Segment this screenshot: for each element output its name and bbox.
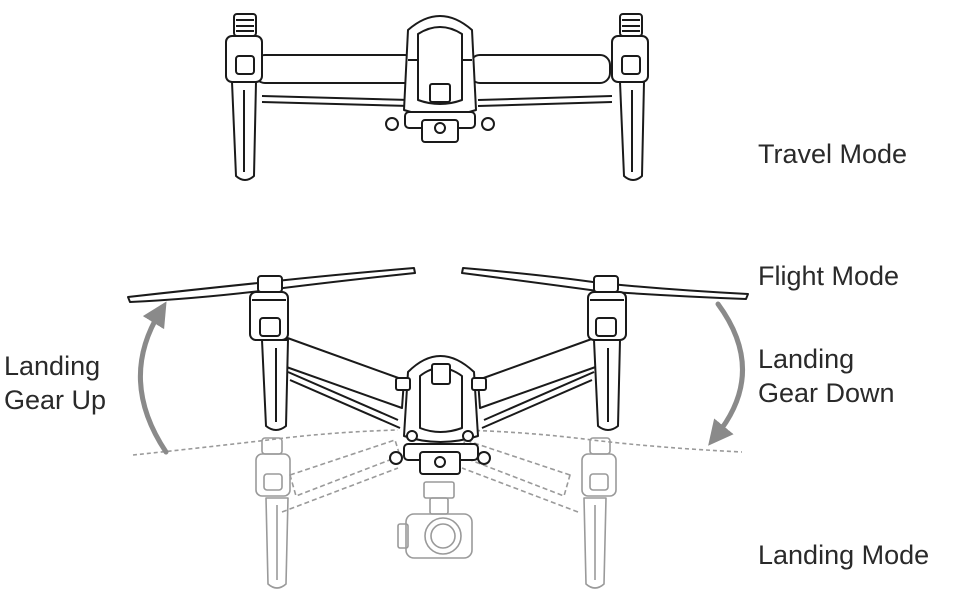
landing-mode-drone [132,429,743,589]
landing-gear-up-line-2: Gear Up [4,385,107,415]
flight-mode-label: Flight Mode [758,261,900,291]
landing-mode-label: Landing Mode [758,540,930,570]
landing-gear-up-arrow [137,301,169,455]
travel-mode-label: Travel Mode [758,139,908,169]
landing-gear-down-label: Landing Gear Down [758,342,895,410]
landing-gear-down-line-1: Landing [758,344,855,374]
landing-gear-down-arrow [708,301,745,446]
landing-gear-down-line-2: Gear Down [758,378,895,408]
travel-mode-drone [225,13,649,181]
flight-mode-drone [127,267,749,475]
landing-gear-up-label: Landing Gear Up [4,349,106,417]
landing-gear-up-line-1: Landing [4,351,101,381]
